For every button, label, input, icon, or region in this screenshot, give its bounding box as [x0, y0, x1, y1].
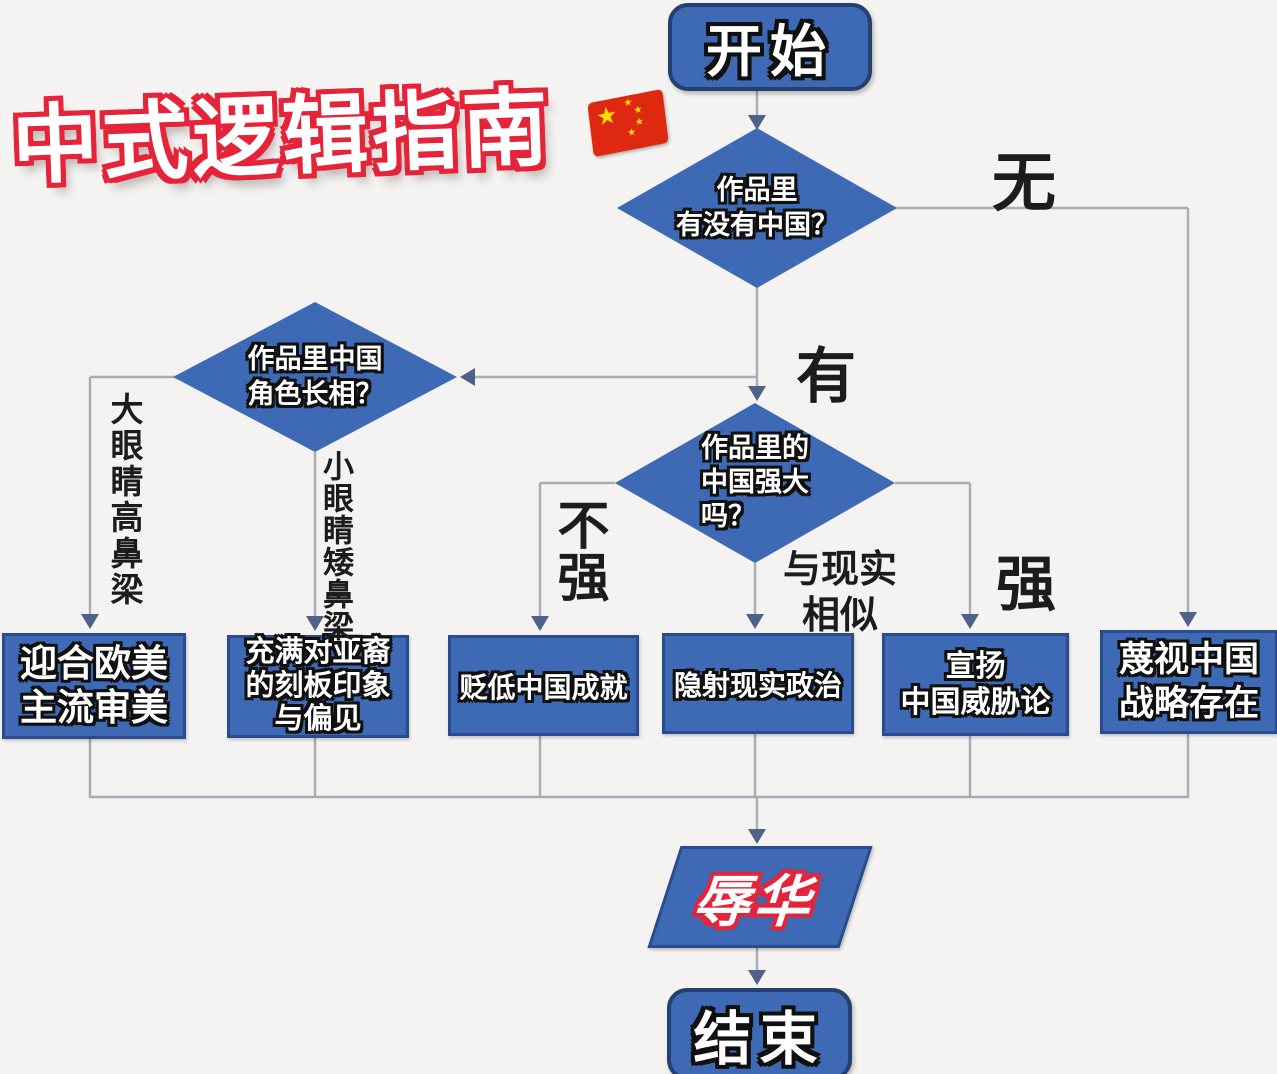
flag-star-icon: ★ — [594, 100, 620, 132]
arrowhead-into-box2 — [306, 616, 324, 631]
outcome-asian-stereotypes: 充满对亚裔 的刻板印象 与偏见 — [227, 635, 409, 738]
start-node: 开始 — [668, 3, 872, 91]
arrowhead-into-box1 — [81, 614, 99, 629]
branch-label-not-strong: 不强 — [549, 498, 607, 602]
branch-label-none: 无 — [992, 147, 1056, 219]
flag-star-icon: ★ — [634, 115, 645, 129]
flag-star-icon: ★ — [622, 96, 634, 110]
arrowhead-into-d1 — [748, 115, 766, 130]
arrowheads — [81, 115, 1197, 985]
outcome-despise-strategic-presence: 蔑视中国 战略存在 — [1100, 630, 1277, 734]
branch-label-strong: 强 — [996, 551, 1056, 618]
arrowhead-into-box5 — [961, 614, 979, 629]
flag-star-icon: ★ — [626, 126, 637, 140]
outcome-allude-politics: 隐射现实政治 — [662, 633, 854, 734]
outcome-western-aesthetics: 迎合欧美 主流审美 — [2, 633, 186, 739]
end-node: 结束 — [667, 988, 852, 1074]
arrowhead-into-d3 — [748, 386, 766, 401]
connector-lines — [88, 83, 1190, 972]
arrowhead-into-box6 — [1179, 612, 1197, 627]
arrowhead-into-end — [748, 970, 766, 985]
outcome-belittle-achievements: 贬低中国成就 — [448, 635, 639, 736]
page-title: 中式逻辑指南 — [10, 80, 554, 195]
arrowhead-into-d2 — [460, 368, 475, 386]
arrowhead-into-box4 — [746, 614, 764, 629]
branch-label-small-eyes: 小眼睛矮鼻梁 — [318, 450, 353, 642]
branch-label-big-eyes: 大眼睛高鼻梁 — [106, 392, 143, 608]
outcome-china-threat-theory: 宣扬 中国威胁论 — [882, 633, 1069, 736]
arrowhead-into-box3 — [531, 616, 549, 631]
verdict-node: 辱华 — [647, 846, 873, 948]
arrowhead-into-verdict — [748, 829, 766, 844]
branch-label-like-reality: 与现实 相似 — [782, 549, 897, 637]
branch-label-has: 有 — [796, 343, 856, 410]
flag-star-icon: ★ — [632, 104, 644, 117]
decision-china-strong-text: 作品里的 中国强大 吗？ — [701, 433, 809, 531]
